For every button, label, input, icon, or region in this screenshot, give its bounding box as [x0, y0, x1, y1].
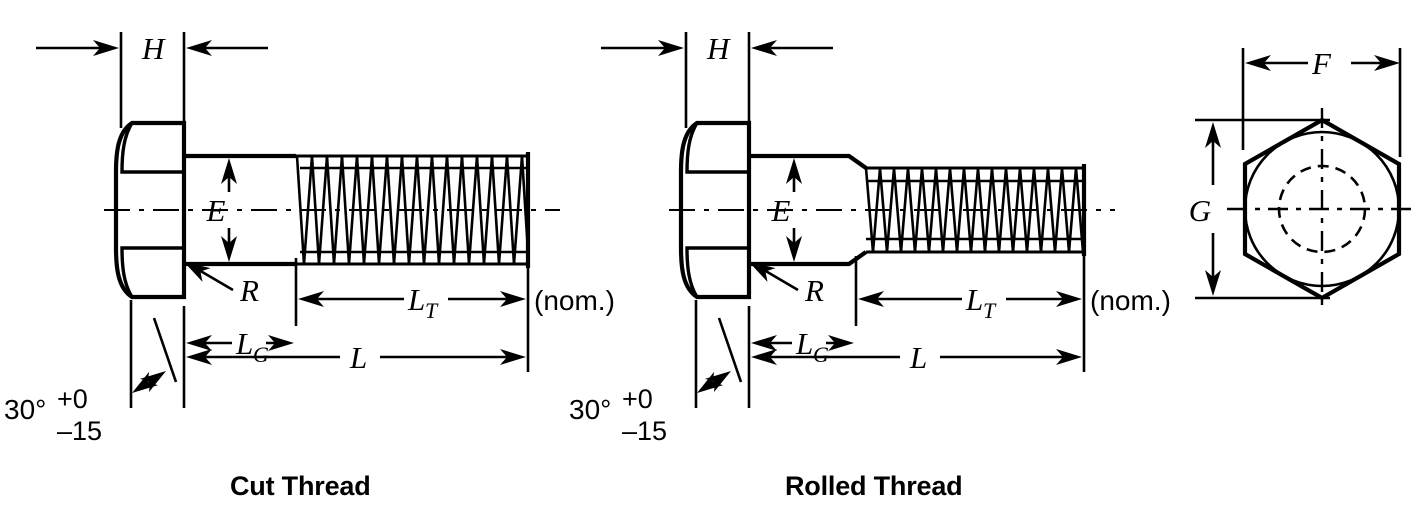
hexagon-head-outline [1242, 117, 1402, 301]
label-thread-length-rolled: L [965, 282, 983, 317]
label-grip-length-sub-cut: G [253, 342, 269, 367]
dimension-across-flats: F [1245, 46, 1400, 81]
label-chamfer-angle-rolled: 30° [569, 394, 611, 425]
dimension-overall-length-cut: L [186, 340, 526, 375]
label-overall-length-cut: L [349, 340, 367, 375]
label-chamfer-tol-lower-rolled: –15 [622, 416, 667, 446]
dimension-across-corners: G [1189, 122, 1221, 296]
note-nominal-cut: (nom.) [534, 285, 615, 316]
label-chamfer-tol-upper-cut: +0 [57, 384, 88, 414]
caption-rolled-thread: Rolled Thread [785, 471, 962, 501]
label-shank-diameter-cut: E [206, 193, 226, 228]
label-grip-length-sub-rolled: G [813, 342, 829, 367]
view-head-end: F G [1189, 46, 1417, 312]
label-thread-length-sub-rolled: T [983, 298, 997, 323]
dimension-head-height-cut: H [36, 31, 268, 128]
dimension-shank-diameter-rolled: E [771, 158, 802, 262]
label-fillet-radius-cut: R [239, 273, 259, 308]
label-thread-length-cut: L [407, 282, 425, 317]
label-overall-length-rolled: L [909, 340, 927, 375]
dimension-shank-diameter-cut: E [206, 158, 237, 262]
label-chamfer-tol-lower-cut: –15 [57, 416, 102, 446]
label-across-flats: F [1311, 46, 1332, 81]
label-grip-length-cut: L [235, 326, 253, 361]
dimension-thread-length-cut: L T [298, 282, 526, 323]
dimension-chamfer-angle-rolled: 30° +0 –15 [569, 317, 743, 446]
leader-fillet-radius-rolled: R [745, 255, 824, 308]
extension-lines-cut [129, 258, 530, 408]
label-chamfer-tol-upper-rolled: +0 [622, 384, 653, 414]
dimension-grip-length-cut: L G [186, 326, 294, 367]
dimension-head-height-rolled: H [601, 31, 833, 128]
note-nominal-rolled: (nom.) [1090, 285, 1171, 316]
label-shank-diameter-rolled: E [771, 193, 791, 228]
leader-fillet-radius-cut: R [180, 255, 259, 308]
label-thread-length-sub-cut: T [425, 298, 439, 323]
dimension-overall-length-rolled: L [751, 340, 1082, 375]
label-chamfer-angle-cut: 30° [4, 394, 46, 425]
label-fillet-radius-rolled: R [804, 273, 824, 308]
dimension-chamfer-angle-cut: 30° +0 –15 [4, 317, 178, 446]
extension-lines-head-end [1195, 48, 1402, 300]
extension-lines-rolled [694, 256, 1086, 408]
dimension-grip-length-rolled: L G [751, 326, 854, 367]
view-rolled-thread: H [569, 31, 1171, 501]
label-head-height-rolled: H [706, 31, 731, 66]
view-cut-thread: H [4, 31, 615, 501]
dimension-thread-length-rolled: L T [858, 282, 1082, 323]
label-grip-length-rolled: L [795, 326, 813, 361]
label-head-height-cut: H [141, 31, 166, 66]
label-across-corners: G [1189, 193, 1211, 228]
caption-cut-thread: Cut Thread [230, 471, 371, 501]
